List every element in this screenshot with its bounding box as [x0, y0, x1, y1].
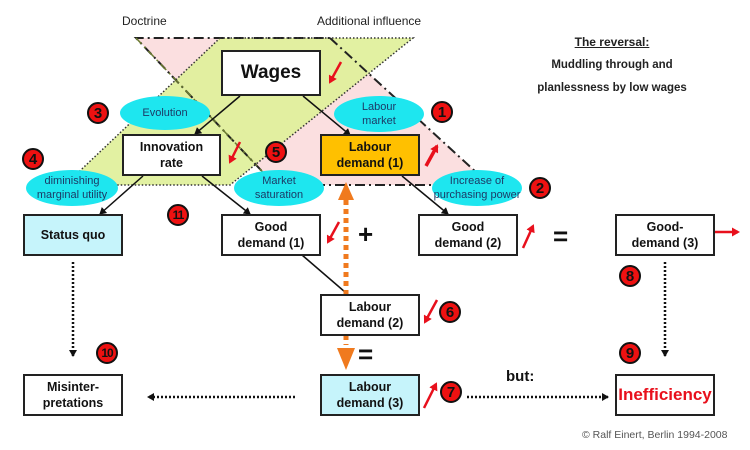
wages-down-arrow [328, 61, 343, 84]
innovation-rate-line-1: Innovation [139, 140, 204, 154]
labour-demand-1-line-1: Labour [348, 140, 392, 154]
additional-influence-label: Additional influence [317, 14, 422, 28]
good-demand-3-line-1: Good- [646, 220, 684, 234]
badge-8: 8 [619, 265, 641, 287]
labour-demand-1-box: Labour demand (1) [320, 134, 420, 176]
inefficiency-text: Inefficiency [618, 385, 712, 404]
innovation-rate-box: Innovation rate [122, 134, 221, 176]
badge-6: 6 [439, 301, 461, 323]
good2-up-arrow [521, 224, 535, 249]
labour-demand-3-line-1: Labour [348, 380, 392, 394]
status-quo-text: Status quo [40, 228, 106, 242]
doctrine-border [63, 37, 416, 186]
badge-7: 7 [440, 381, 462, 403]
purchasing-power-ellipse: Increase of purchasing power [432, 170, 522, 206]
good-demand-2-line-1: Good [451, 220, 485, 234]
badge-5: 5 [265, 141, 287, 163]
misinterpretations-box: Misinter-pretations [23, 374, 123, 416]
doctrine-label: Doctrine [122, 14, 167, 28]
good-demand-1-line-2: demand (1) [237, 236, 305, 250]
inefficiency-box: Inefficiency [615, 374, 715, 416]
good-demand-3-box: Good-demand (3) [615, 214, 715, 256]
labour-demand-2-line-1: Labour [348, 300, 392, 314]
copyright: © Ralf Einert, Berlin 1994-2008 [582, 429, 728, 441]
labour-demand-3-box: Labour demand (3) [320, 374, 420, 416]
labour3-up-arrow [422, 382, 438, 409]
wages-box: Wages [221, 50, 321, 96]
labour-demand-3-line-2: demand (3) [336, 396, 404, 410]
good-demand-2-line-2: demand (2) [434, 236, 502, 250]
purchasing-power-line-2: purchasing power [433, 189, 521, 201]
badge-1: 1 [431, 101, 453, 123]
title-heading: The reversal: [574, 35, 650, 49]
badge-10: 10 [96, 342, 118, 364]
good-demand-1-box: Good demand (1) [221, 214, 321, 256]
market-saturation-ellipse: Market saturation [234, 170, 324, 206]
diminishing-utility-ellipse: diminishing marginal utility [26, 170, 118, 206]
badge-3: 3 [87, 102, 109, 124]
status-quo-box: Status quo [23, 214, 123, 256]
badge-2: 2 [529, 177, 551, 199]
badge-4: 4 [22, 148, 44, 170]
misinterpretations-line-2: pretations [42, 396, 104, 410]
diagram-title: The reversal: Muddling through and planl… [497, 31, 727, 100]
good1-down-arrow [326, 221, 341, 244]
badge-11: 11 [167, 204, 189, 226]
evolution-text: Evolution [142, 107, 188, 119]
equals-operator-2: = [358, 339, 374, 369]
market-saturation-line-1: Market [262, 175, 296, 187]
diminishing-line-1: diminishing [44, 175, 100, 187]
equals-operator: = [553, 221, 569, 251]
labour-market-ellipse: Labour market [334, 96, 424, 132]
misinterpretations-line-1: Misinter- [46, 380, 100, 394]
wages-text: Wages [240, 62, 302, 83]
labour1-up-arrow [424, 144, 439, 167]
innovation-rate-line-2: rate [160, 156, 183, 170]
labour2-down-arrow [423, 299, 439, 324]
title-line-2: planlessness by low wages [537, 82, 687, 94]
diminishing-line-2: marginal utility [36, 189, 108, 201]
labour-demand-2-line-2: demand (2) [336, 316, 404, 330]
good-demand-1-line-1: Good [254, 220, 288, 234]
good-demand-2-box: Good demand (2) [418, 214, 518, 256]
evolution-ellipse: Evolution [120, 96, 210, 130]
but-label: but: [506, 368, 535, 385]
good-demand-3-line-2: demand (3) [631, 236, 699, 250]
purchasing-power-line-1: Increase of [449, 175, 505, 187]
title-line-1: Muddling through and [551, 59, 673, 71]
labour-demand-2-box: Labour demand (2) [320, 294, 420, 336]
badge-9: 9 [619, 342, 641, 364]
plus-operator: + [358, 219, 374, 249]
labour-demand-1-line-2: demand (1) [336, 156, 404, 170]
market-saturation-line-2: saturation [254, 189, 304, 201]
labour-market-line-2: market [362, 115, 396, 127]
labour-market-line-1: Labour [361, 101, 397, 113]
innovation-down-arrow [228, 141, 242, 164]
